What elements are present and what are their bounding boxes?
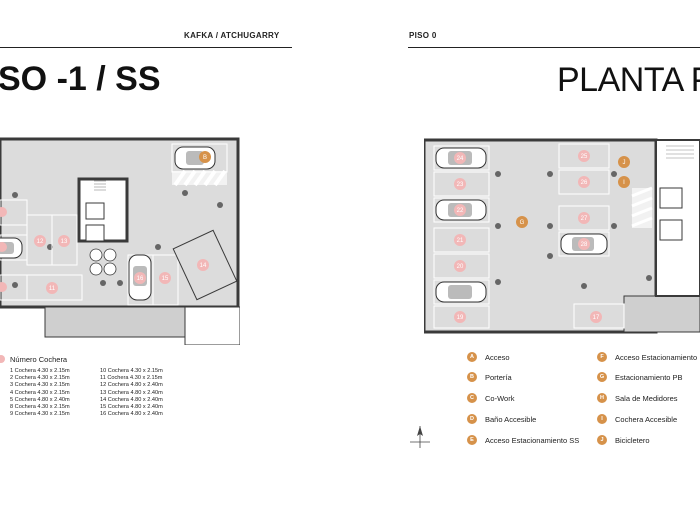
legend-label: Acceso Estacionamiento	[615, 352, 698, 362]
legend-code: A	[467, 352, 477, 362]
legend-item: J Bicicletero	[597, 435, 650, 445]
north-arrow-icon	[410, 426, 430, 448]
location-marker: J	[623, 160, 626, 166]
round-fixtures	[89, 248, 117, 276]
legend-label: Acceso Estacionamiento SS	[485, 435, 580, 445]
spot-number: 11	[49, 286, 56, 292]
legend-label: Acceso	[485, 352, 510, 362]
car-icon	[0, 237, 23, 259]
elevator-2	[85, 224, 105, 242]
spot-number: 26	[581, 180, 588, 186]
right-header-rule	[408, 47, 700, 48]
legend-item: E Acceso Estacionamiento SS	[467, 435, 579, 445]
spot-entry: 11 Cochera 4.30 x 2.15m	[100, 375, 163, 382]
legend-code: G	[597, 372, 607, 382]
legend-item: A Acceso	[467, 352, 510, 362]
ramp-exit	[184, 306, 240, 345]
spot-entry: 1 Cochera 4.30 x 2.15m	[10, 368, 70, 374]
spot-entry: 14 Cochera 4.80 x 2.40m	[100, 396, 163, 403]
spot-number: 13	[61, 239, 68, 245]
elevator-2	[659, 219, 683, 241]
spot-number: 16	[137, 276, 144, 282]
spot-number: 28	[581, 242, 588, 248]
hatched-zone	[172, 169, 227, 187]
ramp	[623, 295, 700, 333]
legend-item: H Sala de Medidores	[597, 393, 678, 403]
elevator-1	[85, 202, 105, 220]
hatched-zone	[631, 186, 653, 228]
ground-floor-plan: 24 23 22 21 20 19 25 26 27 28 17 J I G	[424, 138, 700, 334]
spot-entry: 4 Cochera 4.30 x 2.15m	[10, 389, 70, 396]
location-marker: G	[520, 220, 525, 226]
legend-item: C Co-Work	[467, 393, 514, 403]
spot-entry: 3 Cochera 4.30 x 2.15m	[10, 382, 70, 389]
partial-spot-markers	[0, 207, 7, 292]
left-header-rule	[0, 47, 292, 48]
stair-icon	[94, 180, 106, 191]
legend-title: Número Cochera	[10, 355, 68, 364]
spot-number: 15	[162, 276, 169, 282]
basement-floor-plan: 12 13 16 15 14 11 B	[0, 137, 240, 345]
legend-code: J	[597, 435, 607, 445]
columns	[495, 171, 652, 289]
spot-number: 27	[581, 216, 588, 222]
spot-entry: 9 Cochera 4.30 x 2.15m	[10, 411, 70, 418]
spot-number: 20	[457, 264, 464, 270]
legend-label: Portería	[485, 372, 512, 382]
legend-item: D Baño Accesible	[467, 414, 536, 424]
spot-number: 25	[581, 154, 588, 160]
legend-code: C	[467, 393, 477, 403]
spot-number-legend-dot	[0, 355, 5, 363]
ramp	[44, 306, 186, 338]
stair-icon	[666, 145, 694, 159]
location-marker: I	[623, 180, 625, 186]
elevator-1	[659, 187, 683, 209]
spot-number: 24	[457, 156, 464, 162]
spot-list-col1: 1 Cochera 4.30 x 2.15m 2 Cochera 4.30 x …	[10, 368, 70, 418]
spot-entry: 5 Cochera 4.80 x 2.40m	[10, 396, 70, 403]
legend-label: Estacionamiento PB	[615, 372, 683, 382]
spot-entry: 15 Cochera 4.80 x 2.40m	[100, 404, 163, 411]
spot-number: 12	[37, 239, 44, 245]
spot-number: 23	[457, 182, 464, 188]
columns	[12, 190, 223, 288]
legend-label: Co-Work	[485, 393, 515, 403]
legend-item: F Acceso Estacionamiento	[597, 352, 697, 362]
spot-entry: 2 Cochera 4.30 x 2.15m	[10, 375, 70, 382]
spot-entry: 13 Cochera 4.80 x 2.40m	[100, 389, 163, 396]
spot-number: 17	[593, 315, 600, 321]
spot-number: 14	[200, 263, 207, 269]
right-page-header: PISO 0	[409, 31, 437, 40]
legend-code: D	[467, 414, 477, 424]
legend-item: B Portería	[467, 372, 512, 382]
spot-number: 19	[457, 315, 464, 321]
spot-entry: 12 Cochera 4.80 x 2.40m	[100, 382, 163, 389]
parking-stalls	[0, 143, 228, 306]
legend-label: Cochera Accesible	[615, 414, 678, 424]
spot-entry: 10 Cochera 4.30 x 2.15m	[100, 368, 163, 374]
legend-label: Baño Accesible	[485, 414, 537, 424]
legend-code: I	[597, 414, 607, 424]
location-marker: B	[203, 155, 207, 161]
spot-entry: 16 Cochera 4.80 x 2.40m	[100, 411, 163, 418]
legend-item: I Cochera Accesible	[597, 414, 677, 424]
legend-code: H	[597, 393, 607, 403]
legend-label: Bicicletero	[615, 435, 650, 445]
parking-stalls	[433, 143, 625, 329]
legend-label: Sala de Medidores	[615, 393, 678, 403]
spot-entry: 8 Cochera 4.30 x 2.15m	[10, 404, 70, 411]
left-page-title: SO -1 / SS	[0, 60, 161, 98]
right-page-title: PLANTA P	[557, 61, 700, 99]
spot-list-col2: 10 Cochera 4.30 x 2.15m 11 Cochera 4.30 …	[100, 368, 163, 418]
building-core	[655, 139, 700, 297]
left-page-header: KAFKA / ATCHUGARRY	[184, 31, 280, 40]
legend-code: B	[467, 372, 477, 382]
legend-code: F	[597, 352, 607, 362]
spot-number: 21	[457, 238, 464, 244]
legend-item: G Estacionamiento PB	[597, 372, 683, 382]
car-icon	[435, 281, 487, 303]
legend-code: E	[467, 435, 477, 445]
spot-number: 22	[457, 208, 464, 214]
